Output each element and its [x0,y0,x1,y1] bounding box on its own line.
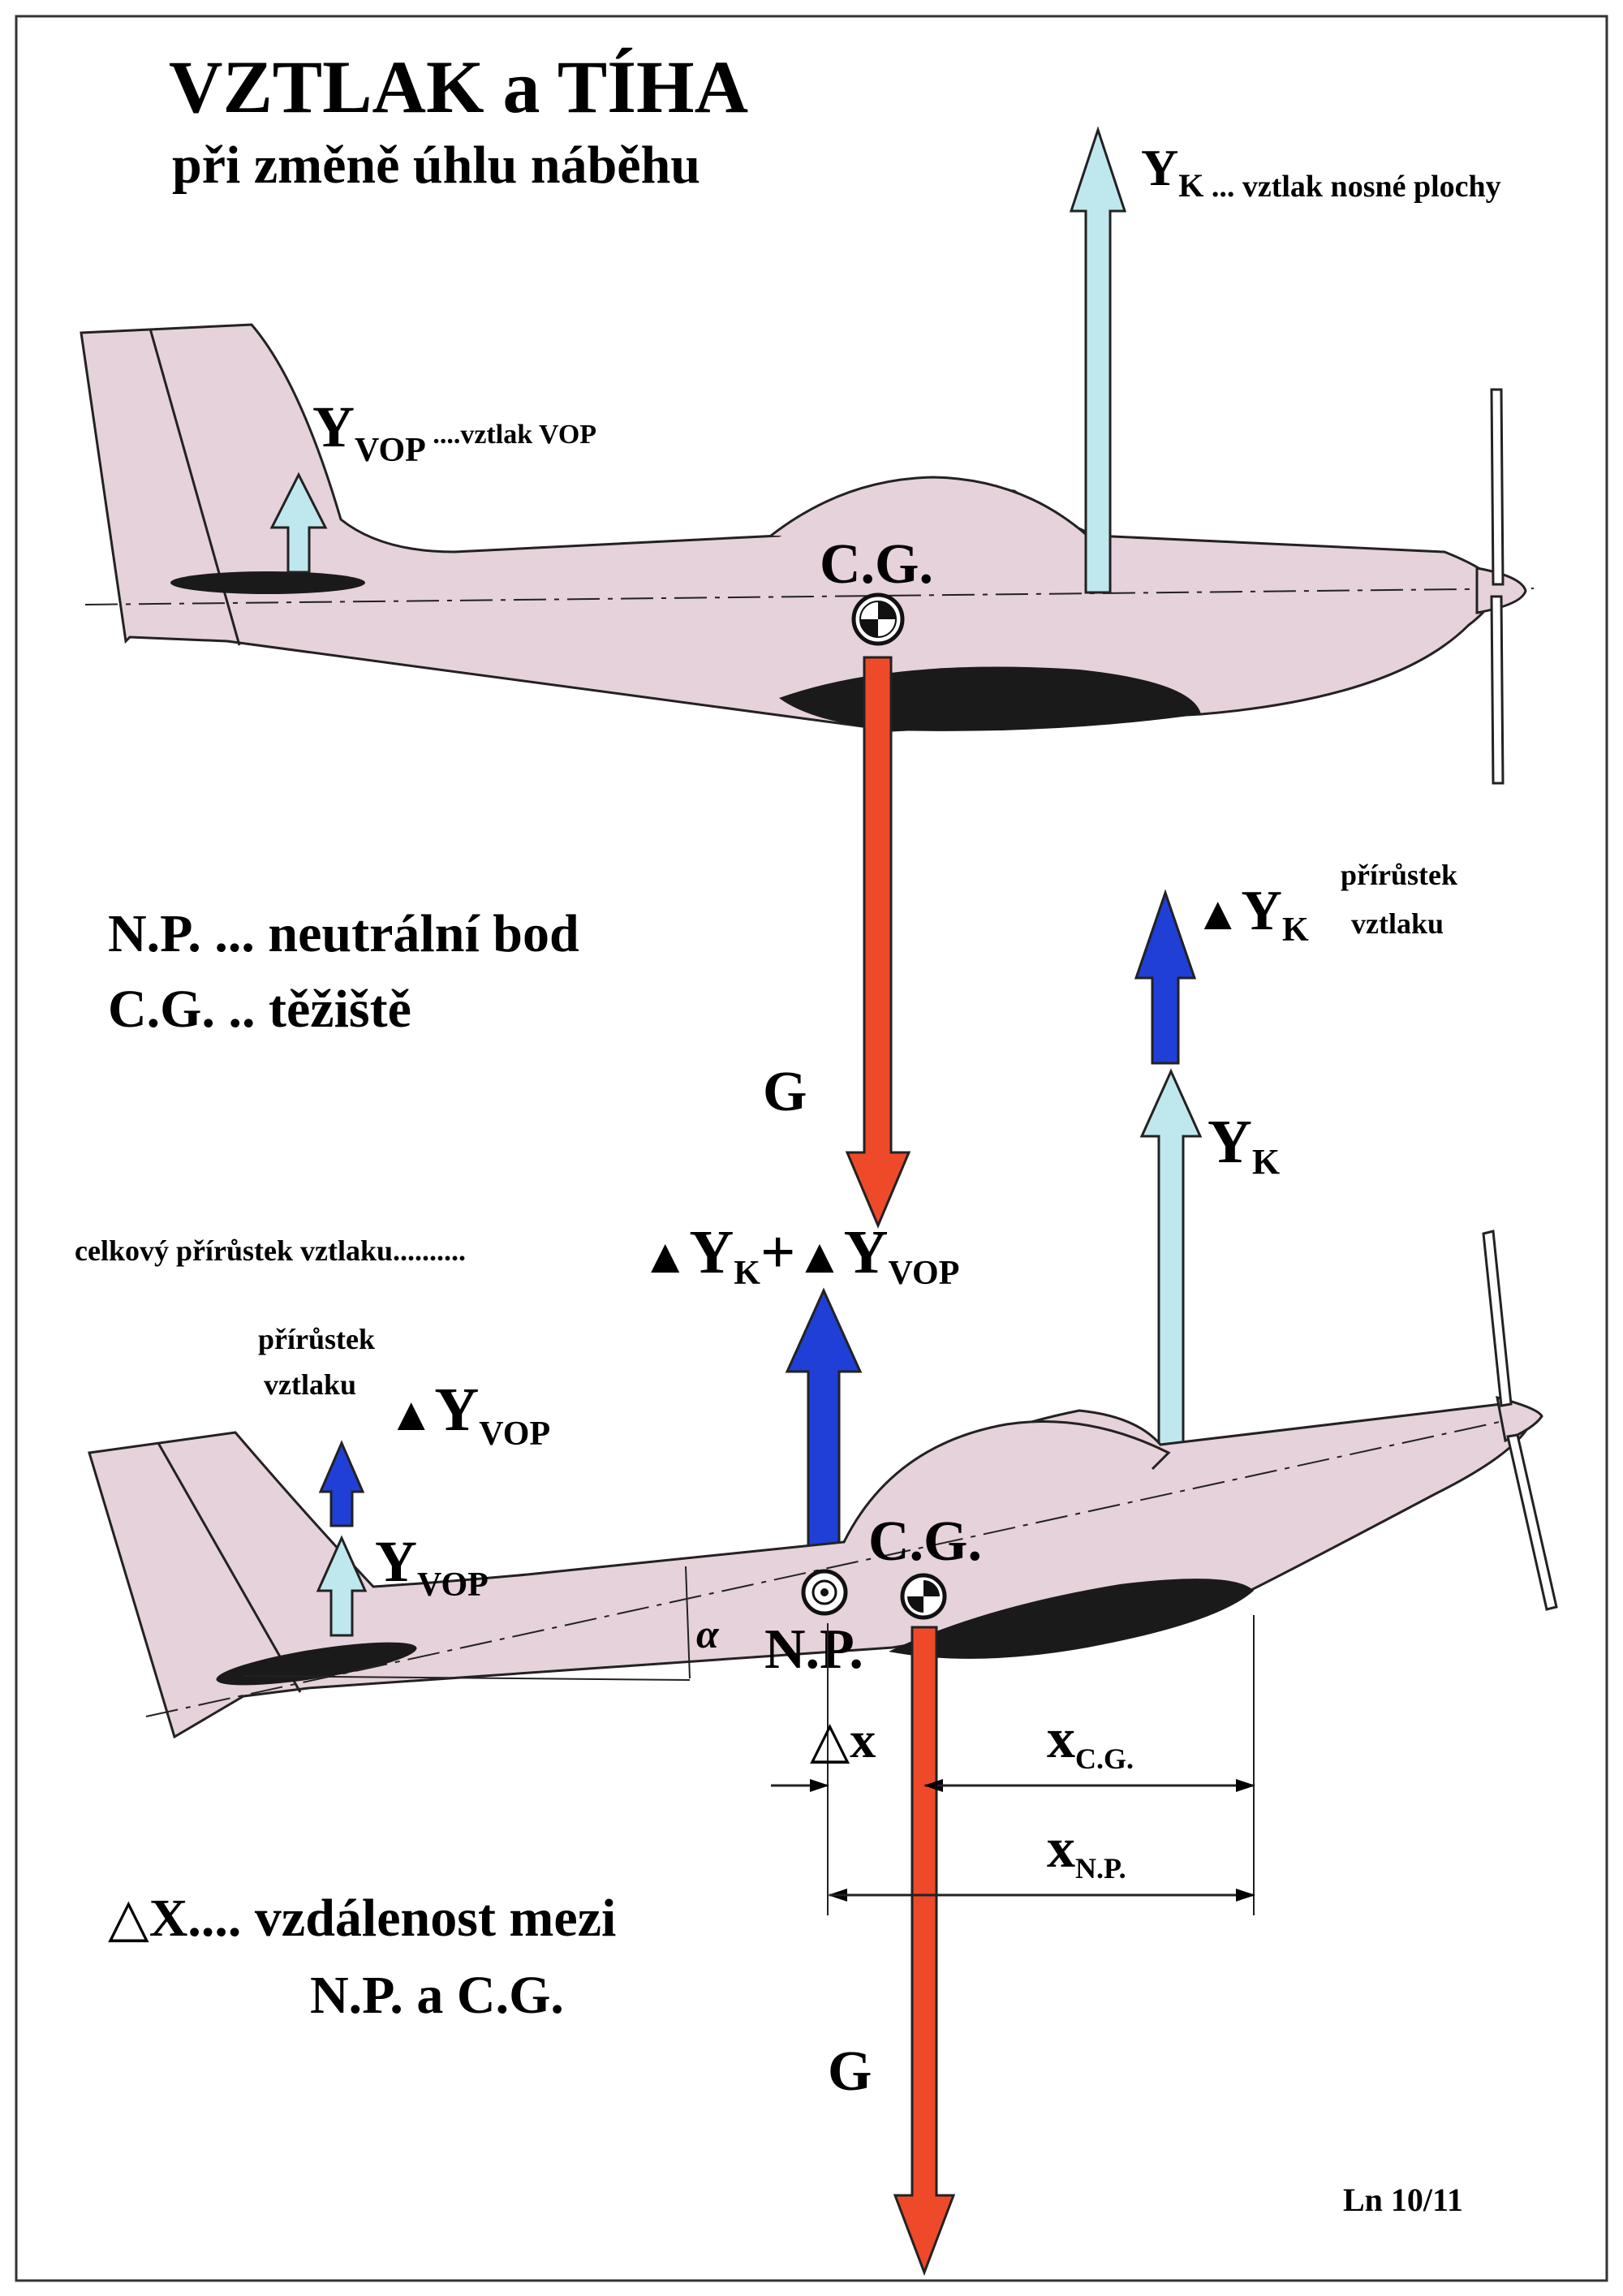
bottom-yk-label: YK [1208,1108,1280,1182]
delta-legend-2: N.P. a C.G. [310,1966,564,2025]
svg-text:YVOP ....vztlak VOP: YVOP ....vztlak VOP [312,394,596,469]
vop-increment-sub: VOP [479,1415,550,1453]
bottom-g-label: G [828,2040,872,2103]
top-cg-label: C.G. [820,533,933,596]
increment-yk-label: ▲YK [1195,880,1309,949]
xcg-main: x [1047,1708,1075,1770]
bottom-airplane: α [88,1230,1558,1739]
svg-text:xN.P.: xN.P. [1047,1817,1126,1885]
legend-np: N.P. ... neutrální bod [108,904,579,963]
vop-increment-desc-2: vztlaku [264,1368,356,1401]
bottom-cg-symbol [900,1573,947,1620]
alpha-label: α [696,1611,720,1656]
svg-text:YVOP: YVOP [375,1529,489,1604]
svg-text:xC.G.: xC.G. [1047,1708,1134,1775]
top-g-label: G [763,1061,807,1123]
np-label: N.P. [764,1618,863,1681]
top-yvop-arrow [269,472,328,574]
top-yk-main: Y [1141,139,1178,196]
top-g-arrow [845,656,911,1229]
bottom-yvop-sub: VOP [417,1566,489,1604]
top-propeller [1490,388,1505,785]
bottom-yvop-arrow [316,1535,368,1637]
vop-increment-tri: ▲ [388,1388,434,1441]
top-cg-symbol [851,592,905,646]
bottom-yk-sub: K [1252,1142,1280,1182]
increment-yk-desc-1: přírůstek [1341,859,1457,891]
bottom-fuselage [88,1402,1534,1739]
total-tri-2: ▲ [795,1230,843,1283]
svg-text:YK ... vztlak nosné plochy: YK ... vztlak nosné plochy [1141,139,1501,204]
bottom-cg-label: C.G. [868,1510,982,1573]
bottom-yvop-main: Y [375,1529,417,1594]
dimension-lines [771,1615,1255,1915]
vop-increment-desc-1: přírůstek [258,1323,375,1355]
total-sub-2: VOP [889,1255,960,1292]
vop-increment-main: Y [434,1376,479,1444]
increment-yk-sub: K [1282,911,1309,949]
total-sub-1: K [734,1255,760,1292]
top-yk-arrow [1069,126,1127,594]
bottom-yvop-label: YVOP [375,1529,489,1604]
top-yvop-main: Y [312,394,355,459]
top-yvop-desc: ....vztlak VOP [426,420,596,450]
increment-yk-tri: ▲ [1195,887,1241,940]
alpha-marker [685,1566,691,1679]
top-center-line [84,588,1535,605]
vop-increment-symbol: ▲YVOP [388,1376,550,1453]
bottom-propeller [1482,1230,1558,1611]
xnp-sub: N.P. [1075,1852,1126,1885]
total-increment-label: celkový přírůstek vztlaku.......... [75,1234,466,1267]
increment-yk-desc-2: vztlaku [1351,907,1444,940]
bottom-center-line [145,1415,1526,1717]
svg-text:▲YK+▲YVOP: ▲YK+▲YVOP [641,1218,959,1292]
top-tail-plane [170,571,365,594]
footer-ref: Ln 10/11 [1343,2182,1463,2218]
legend-cg: C.G. .. těžiště [108,980,411,1039]
total-tri-1: ▲ [641,1230,689,1283]
bottom-canopy [842,1420,1171,1543]
svg-text:▲YVOP: ▲YVOP [388,1376,550,1453]
total-increment-formula: ▲YK+▲YVOP [641,1218,959,1292]
xcg-sub: C.G. [1075,1742,1134,1775]
total-plus: + [760,1218,795,1286]
increment-yk-main: Y [1241,880,1282,942]
total-y-2: Y [844,1218,889,1286]
total-increment-arrow [785,1287,863,1548]
top-yk-desc: ... vztlak nosné plochy [1203,170,1500,204]
bottom-yk-main: Y [1208,1108,1252,1176]
delta-x-label: △x [810,1711,876,1768]
bottom-rudder-line [157,1442,302,1693]
delta-legend-1: △X.... vzdálenost mezi [108,1889,616,1948]
top-yvop-label: YVOP ....vztlak VOP [312,394,596,469]
page-border [15,15,1608,2282]
xnp-label: xN.P. [1047,1817,1126,1885]
bottom-g-arrow [893,1626,956,2277]
top-yk-sub: K [1178,167,1203,204]
np-symbol [801,1569,848,1616]
top-yk-label: YK ... vztlak nosné plochy [1141,139,1501,204]
top-yvop-sub: VOP [355,432,426,469]
bottom-wing [889,1579,1254,1659]
title: VZTLAK a TÍHA [169,45,748,128]
total-y-1: Y [689,1218,734,1286]
svg-text:YK: YK [1208,1108,1280,1182]
xnp-main: x [1047,1817,1075,1880]
increment-yk-arrow [1134,889,1197,1065]
bottom-tail-plane [216,1642,417,1686]
top-canopy [770,476,1088,537]
subtitle: při změně úhlu náběhu [172,136,700,195]
svg-text:▲YK: ▲YK [1195,880,1309,949]
bottom-vop-increment-arrow [318,1440,365,1527]
bottom-horizontal-line [243,1675,691,1681]
xcg-label: xC.G. [1047,1708,1134,1775]
